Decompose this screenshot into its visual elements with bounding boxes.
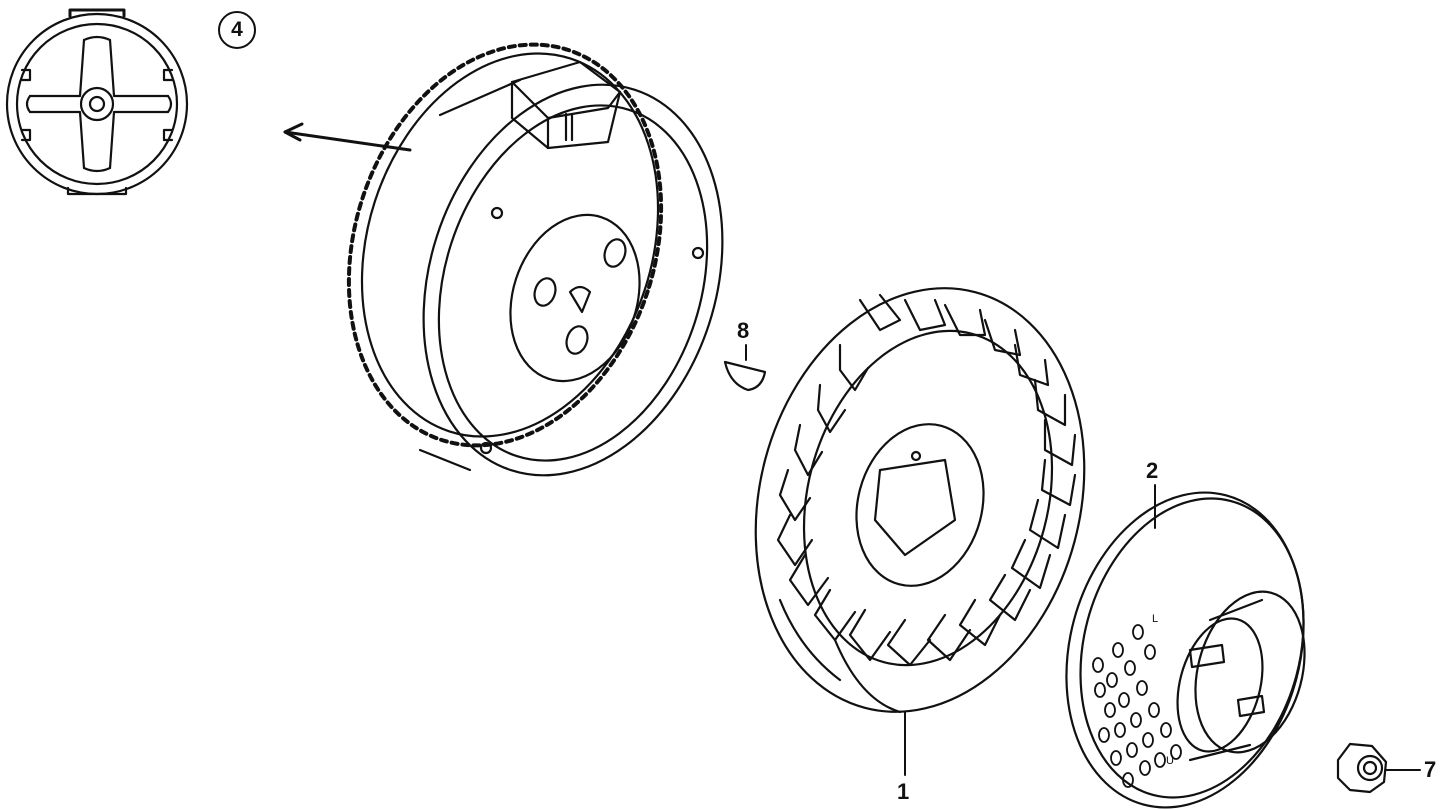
starter-pulley (1065, 491, 1306, 809)
flange-nut (1336, 742, 1388, 794)
woodruff-key (723, 351, 767, 392)
leader-lines (745, 344, 1421, 776)
callout-fan: 1 (897, 779, 910, 804)
callout-pulley: 2 (1146, 458, 1159, 483)
callout-key: 8 (737, 318, 750, 343)
cooling-fan (754, 287, 1086, 714)
callout-flywheel-circled: 4 (218, 11, 256, 49)
callout-nut: 7 (1424, 757, 1437, 782)
reference-arrow (283, 122, 412, 152)
pulley-mark-u: U (1166, 755, 1174, 767)
flywheel (346, 42, 724, 477)
pulley-mark-l: L (1152, 613, 1159, 625)
flywheel-back-view-inset (5, 8, 189, 196)
